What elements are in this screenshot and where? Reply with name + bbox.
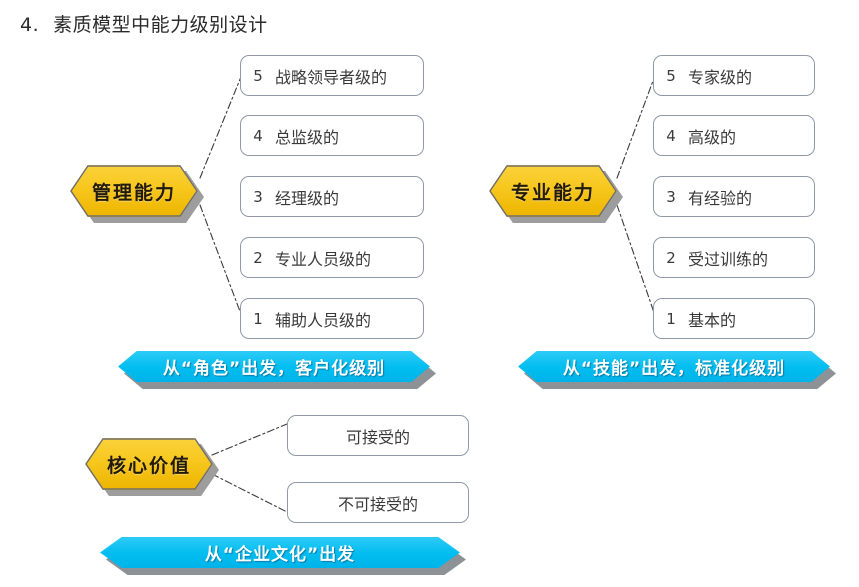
- banner-professional[interactable]: 从“技能”出发，标准化级别: [518, 351, 836, 389]
- banner-management[interactable]: 从“角色”出发，客户化级别: [118, 351, 436, 389]
- level-number: 5: [666, 66, 676, 85]
- hexagon-core-value-outline: [85, 438, 213, 490]
- hexagon-management[interactable]: 管理能力: [70, 165, 204, 223]
- level-box[interactable]: 4 高级的: [653, 115, 815, 156]
- level-box[interactable]: 2 受过训练的: [653, 237, 815, 278]
- connector-corevalue-bottom: [211, 473, 288, 513]
- hexagon-core-value-label: 核心价值: [106, 454, 191, 477]
- level-number: 4: [666, 126, 676, 145]
- level-box[interactable]: 3 有经验的: [653, 176, 815, 217]
- level-label: 有经验的: [688, 188, 753, 208]
- hexagon-professional-body: [489, 165, 617, 217]
- level-number: 2: [253, 248, 263, 267]
- level-box[interactable]: 不可接受的: [287, 482, 469, 523]
- banner-core-value[interactable]: 从“企业文化”出发: [100, 537, 466, 575]
- banner-professional-label: 从“技能”出发，标准化级别: [562, 359, 786, 379]
- hexagon-core-value-body: [85, 438, 213, 490]
- level-label: 不可接受的: [337, 494, 418, 514]
- level-label: 专家级的: [688, 67, 753, 87]
- hexagon-management-body: [70, 165, 198, 217]
- level-label: 基本的: [688, 310, 737, 330]
- level-label: 可接受的: [345, 427, 410, 447]
- level-box[interactable]: 4 总监级的: [240, 115, 424, 156]
- level-box[interactable]: 可接受的: [287, 415, 469, 456]
- level-label: 总监级的: [275, 127, 340, 147]
- hexagon-management-outline: [70, 165, 198, 217]
- page-title: 4. 素质模型中能力级别设计: [20, 12, 268, 38]
- level-box[interactable]: 2 专业人员级的: [240, 237, 424, 278]
- level-box[interactable]: 5 专家级的: [653, 55, 815, 96]
- banner-professional-body: [518, 351, 830, 382]
- level-number: 3: [666, 187, 676, 206]
- level-number: 2: [666, 248, 676, 267]
- banner-core-value-body: [100, 537, 460, 568]
- level-label: 高级的: [688, 127, 737, 147]
- hexagon-core-value[interactable]: 核心价值: [85, 438, 219, 496]
- banner-management-label: 从“角色”出发，客户化级别: [162, 359, 386, 379]
- level-label: 受过训练的: [688, 249, 769, 269]
- level-box[interactable]: 1 辅助人员级的: [240, 298, 424, 339]
- level-label: 专业人员级的: [275, 249, 372, 269]
- hexagon-professional[interactable]: 专业能力: [489, 165, 623, 223]
- connector-corevalue-top: [211, 423, 288, 456]
- hexagon-professional-outline: [489, 165, 617, 217]
- banner-core-value-label: 从“企业文化”出发: [204, 545, 356, 565]
- page-title-number: 4.: [20, 14, 40, 36]
- hexagon-management-label: 管理能力: [91, 181, 176, 204]
- banner-management-body: [118, 351, 430, 382]
- level-box[interactable]: 3 经理级的: [240, 176, 424, 217]
- level-number: 3: [253, 187, 263, 206]
- hexagon-professional-label: 专业能力: [510, 181, 595, 204]
- level-number: 5: [253, 66, 263, 85]
- level-box[interactable]: 5 战略领导者级的: [240, 55, 424, 96]
- level-label: 辅助人员级的: [275, 310, 372, 330]
- level-label: 战略领导者级的: [275, 67, 388, 87]
- level-number: 4: [253, 126, 263, 145]
- level-label: 经理级的: [275, 188, 340, 208]
- level-number: 1: [253, 309, 263, 328]
- level-number: 1: [666, 309, 676, 328]
- page-title-text: 素质模型中能力级别设计: [53, 14, 268, 36]
- level-box[interactable]: 1 基本的: [653, 298, 815, 339]
